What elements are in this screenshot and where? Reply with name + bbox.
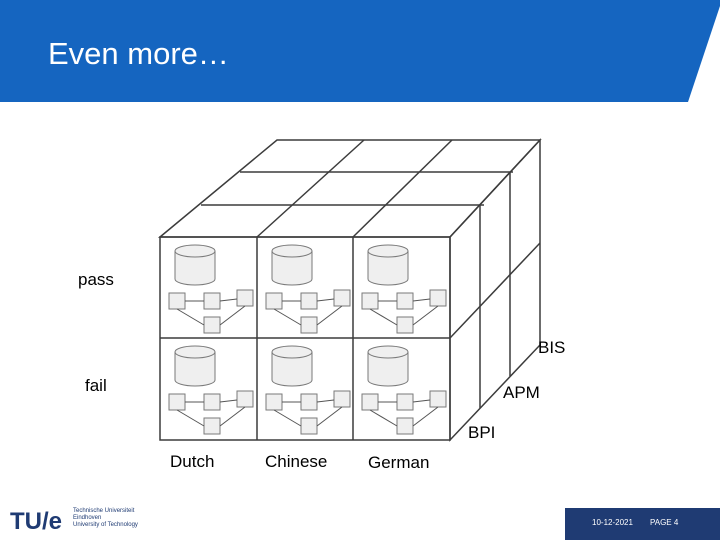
activity-box	[300, 292, 318, 310]
tue-logo-text: TU/e	[10, 508, 62, 534]
process-model-thumbnail	[361, 244, 447, 334]
database-icon	[174, 250, 216, 286]
row-label-pass: pass	[78, 270, 114, 289]
database-top	[271, 345, 313, 359]
column-label-german: German	[368, 453, 430, 472]
activity-box	[396, 292, 414, 310]
activity-box	[203, 316, 221, 334]
process-model-thumbnail	[265, 345, 351, 435]
depth-label-bis: BIS	[538, 338, 566, 357]
database-icon	[174, 351, 216, 387]
column-label-chinese: Chinese	[265, 452, 328, 471]
database-top	[271, 244, 313, 258]
row-label-fail: fail	[85, 376, 107, 395]
tue-logo-mark: TU/e	[10, 508, 62, 534]
activity-box	[361, 292, 379, 310]
slide-header: Even more…	[0, 0, 720, 102]
activity-box	[236, 289, 254, 307]
column-label-dutch: Dutch	[170, 452, 215, 471]
process-model-thumbnail	[265, 244, 351, 334]
process-model-thumbnail	[361, 345, 447, 435]
process-model-thumbnail	[168, 244, 254, 334]
database-icon	[367, 351, 409, 387]
activity-box	[265, 393, 283, 411]
process-model-thumbnail	[168, 345, 254, 435]
activity-box	[429, 390, 447, 408]
cube-top-face	[157, 139, 542, 238]
database-icon	[367, 250, 409, 286]
footer-date: 10-12-2021	[592, 518, 633, 527]
depth-label-apm: APM	[503, 383, 540, 402]
activity-box	[396, 417, 414, 435]
header-band	[0, 0, 720, 102]
database-top	[367, 244, 409, 258]
database-top	[174, 345, 216, 359]
activity-box	[300, 316, 318, 334]
database-top	[367, 345, 409, 359]
activity-box	[333, 289, 351, 307]
activity-box	[203, 393, 221, 411]
footer-bar	[565, 508, 720, 540]
activity-box	[265, 292, 283, 310]
activity-box	[429, 289, 447, 307]
activity-box	[333, 390, 351, 408]
activity-box	[168, 393, 186, 411]
activity-box	[396, 393, 414, 411]
activity-box	[300, 417, 318, 435]
logo-line-1: Technische Universiteit	[73, 508, 135, 514]
flow-arrows	[369, 399, 439, 427]
flow-arrows	[273, 399, 343, 427]
activity-box	[300, 393, 318, 411]
depth-label-bpi: BPI	[468, 423, 496, 442]
logo-line-3: University of Technology	[73, 522, 138, 528]
flow-arrows	[273, 298, 343, 326]
database-top	[174, 244, 216, 258]
footer-page-number: PAGE 4	[650, 518, 679, 527]
database-icon	[271, 250, 313, 286]
flow-arrows	[176, 399, 246, 427]
activity-box	[203, 417, 221, 435]
flow-arrows	[369, 298, 439, 326]
activity-box	[203, 292, 221, 310]
slide-title: Even more…	[48, 36, 229, 71]
activity-box	[396, 316, 414, 334]
flow-arrows	[176, 298, 246, 326]
activity-box	[361, 393, 379, 411]
database-icon	[271, 351, 313, 387]
activity-box	[168, 292, 186, 310]
activity-box	[236, 390, 254, 408]
logo-line-2: Eindhoven	[73, 515, 102, 521]
